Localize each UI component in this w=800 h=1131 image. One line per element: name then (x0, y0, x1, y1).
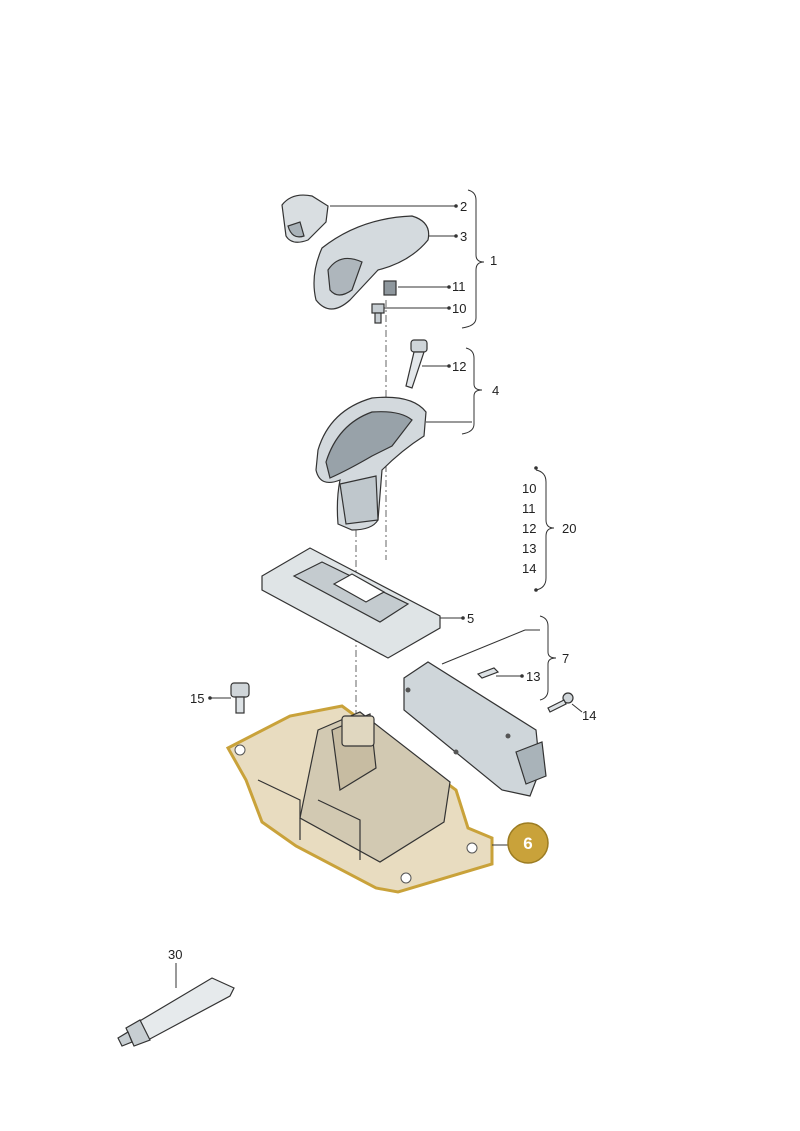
part-lever-housing (315, 396, 427, 531)
label-2: 2 (460, 199, 467, 214)
label-20: 20 (562, 521, 576, 536)
part-clip (383, 280, 397, 296)
label-5: 5 (467, 611, 474, 626)
brackets (461, 189, 557, 701)
part-control-module (403, 661, 547, 797)
group-20-item-13: 13 (522, 541, 536, 556)
part-screw-14 (547, 692, 574, 713)
label-13: 13 (526, 669, 540, 684)
part-cover-plate (261, 547, 441, 659)
part-knob-cover (313, 215, 430, 310)
group-20-item-10: 10 (522, 481, 536, 496)
label-4: 4 (492, 383, 499, 398)
label-12: 12 (452, 359, 466, 374)
label-15: 15 (190, 691, 204, 706)
group-20-item-12: 12 (522, 521, 536, 536)
label-7: 7 (562, 651, 569, 666)
label-6: 6 (523, 834, 532, 853)
part-selector-mechanism (225, 704, 494, 894)
label-1: 1 (490, 253, 497, 268)
group-20-item-11: 11 (522, 501, 536, 516)
part-screw-15 (230, 682, 250, 714)
label-14: 14 (582, 708, 596, 723)
highlight-badge[interactable]: 6 (507, 822, 549, 864)
part-pin (476, 667, 500, 679)
label-10: 10 (452, 301, 466, 316)
label-3: 3 (460, 229, 467, 244)
group-20-item-14: 14 (522, 561, 536, 576)
leader-lines (175, 204, 583, 988)
part-long-screw (405, 339, 428, 389)
part-cap (281, 194, 329, 243)
part-tube (117, 977, 235, 1047)
part-small-screw (371, 303, 385, 324)
label-11: 11 (452, 279, 466, 294)
label-30: 30 (168, 947, 182, 962)
